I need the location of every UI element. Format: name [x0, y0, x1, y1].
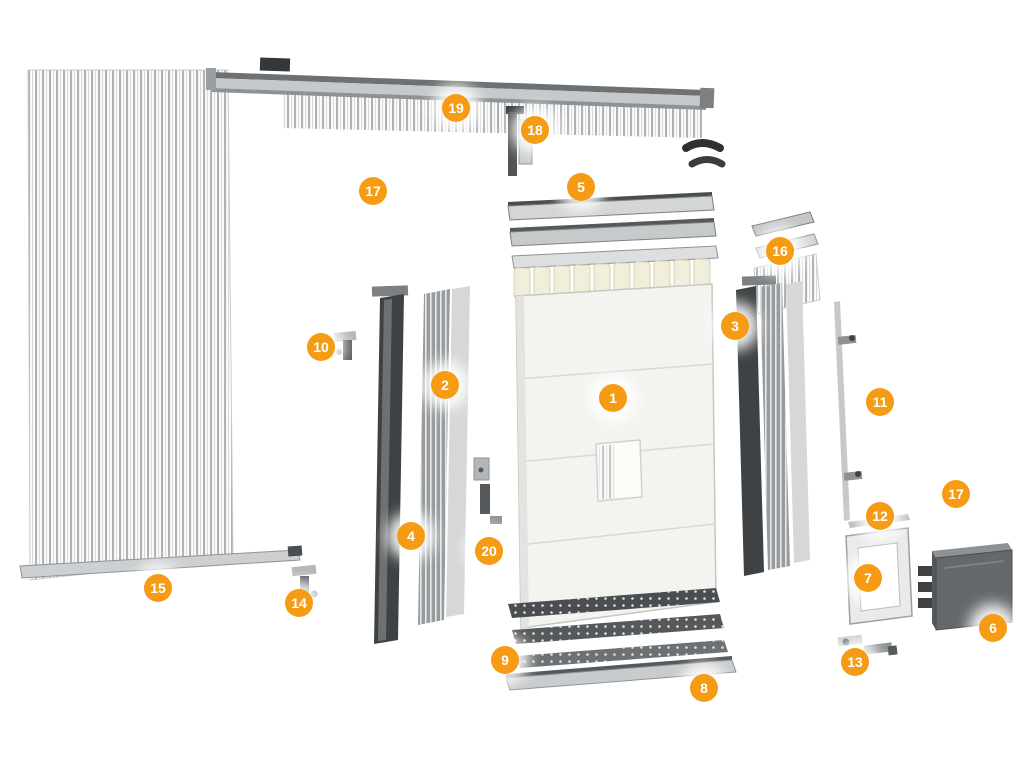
part-drive-unit-box: [918, 543, 1013, 631]
callout-1: 1: [599, 384, 627, 412]
callout-4: 4: [397, 522, 425, 550]
part-hinge-tabs: [513, 258, 711, 299]
callout-11: 11: [866, 388, 894, 416]
callout-18: 18: [521, 116, 549, 144]
callout-2: 2: [431, 371, 459, 399]
callout-15: 15: [144, 574, 172, 602]
part-door-panel: [515, 283, 717, 629]
callout-19: 19: [442, 94, 470, 122]
part-center-bracket: [473, 457, 502, 524]
part-fixing-set: [837, 634, 898, 656]
callout-8: 8: [690, 674, 718, 702]
callout-6: 6: [979, 614, 1007, 642]
callout-9: 9: [491, 646, 519, 674]
part-bottom-tracks: [508, 588, 728, 668]
callout-7: 7: [854, 564, 882, 592]
callout-16: 16: [766, 237, 794, 265]
part-lintel-slats: [507, 192, 719, 269]
callout-20: 20: [475, 537, 503, 565]
part-left-wall-bracket-lower: [291, 564, 318, 600]
part-right-guide-rails: [736, 275, 810, 576]
callout-14: 14: [285, 589, 313, 617]
part-bottom-sill: [505, 656, 737, 691]
callout-13: 13: [841, 648, 869, 676]
part-left-guide-rails: [371, 285, 470, 644]
part-right-wall-brackets: [834, 301, 863, 521]
callout-5: 5: [567, 173, 595, 201]
callout-17-left: 17: [359, 177, 387, 205]
callout-17-right: 17: [942, 480, 970, 508]
part-side-curtain-large: [19, 69, 303, 581]
callout-10: 10: [307, 333, 335, 361]
callout-12: 12: [866, 502, 894, 530]
part-left-wall-bracket-upper: [333, 330, 357, 360]
callout-3: 3: [721, 312, 749, 340]
